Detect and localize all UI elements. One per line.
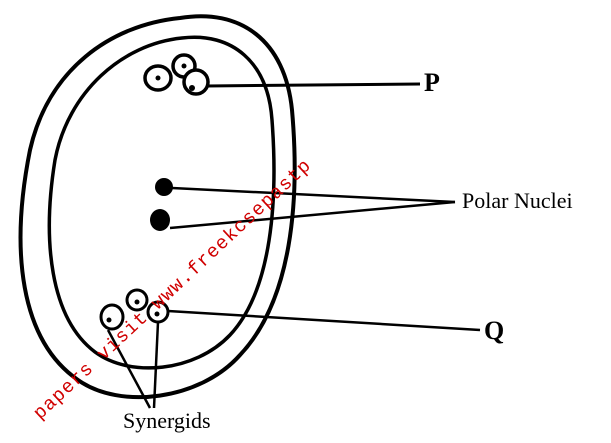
synergid-pointer-line-1	[106, 329, 152, 409]
egg-apparatus	[99, 288, 170, 331]
synergid-pointer-line-2	[152, 321, 160, 409]
label-synergids: Synergids	[123, 408, 211, 433]
antipodal-cells	[143, 53, 210, 96]
polar-pointer-line-1	[171, 186, 456, 204]
label-polar-nuclei: Polar Nuclei	[462, 188, 573, 213]
label-p: P	[424, 68, 440, 97]
polar-pointer-line-2	[169, 200, 456, 230]
label-q: Q	[484, 316, 505, 345]
outer-wall	[18, 14, 297, 400]
q-pointer-line	[167, 309, 481, 332]
polar-nuclei	[150, 178, 173, 231]
p-pointer-line	[205, 82, 421, 88]
